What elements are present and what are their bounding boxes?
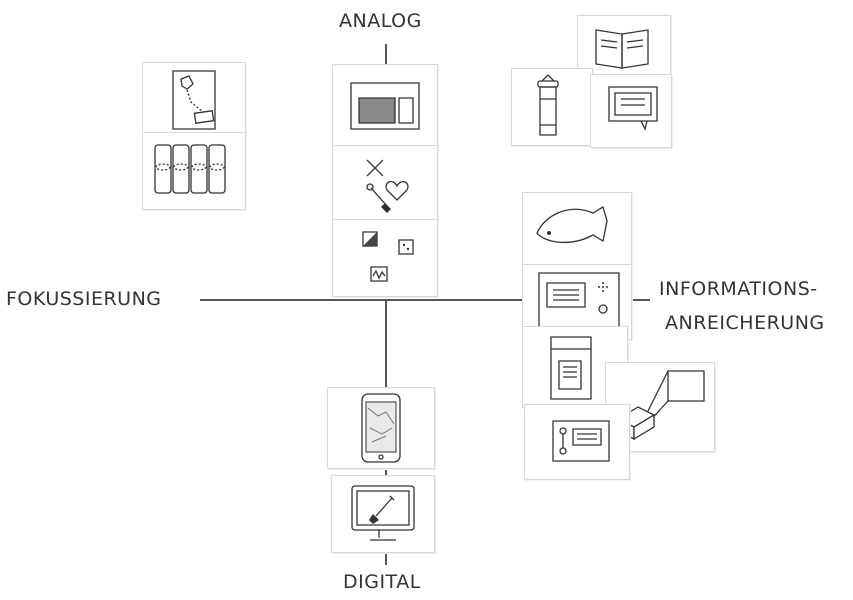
display-cases-card [142, 132, 246, 210]
shovel-heart-icon [333, 146, 437, 213]
axis-label-analog: ANALOG [339, 10, 422, 32]
monitor-shovel-card [331, 475, 435, 553]
dig-and-love-card [332, 145, 438, 223]
axis-label-fokussierung: FOKUSSIERUNG [6, 288, 162, 310]
wall-panel-icon [333, 65, 437, 145]
display-cases-icon [143, 133, 245, 209]
paper-map-card [142, 62, 246, 138]
booklet-icon [578, 16, 670, 80]
speech-bubble-icon [591, 75, 671, 147]
speech-board-card [590, 74, 672, 148]
horizontal-axis [200, 299, 650, 301]
material-samples-card [332, 219, 438, 297]
advertising-column-icon [512, 69, 592, 145]
smartphone-map-icon [328, 388, 434, 468]
axis-label-anreicherung: ANREICHERUNG [665, 312, 825, 334]
axis-label-informations: INFORMATIONS- [659, 278, 818, 300]
fish-card [522, 192, 632, 274]
monitor-shovel-icon [332, 476, 434, 552]
vertical-axis [385, 44, 387, 64]
advertising-column-card [511, 68, 593, 146]
audio-guide-icon [525, 405, 629, 479]
paper-map-icon [143, 63, 245, 137]
fish-icon [523, 193, 631, 273]
audio-guide-card [524, 404, 630, 480]
axis-label-digital: DIGITAL [343, 571, 421, 593]
document-stand-icon [523, 327, 627, 407]
sample-tiles-icon [333, 220, 437, 296]
smartphone-map-card [327, 387, 435, 469]
exhibit-panel-card [332, 64, 438, 146]
